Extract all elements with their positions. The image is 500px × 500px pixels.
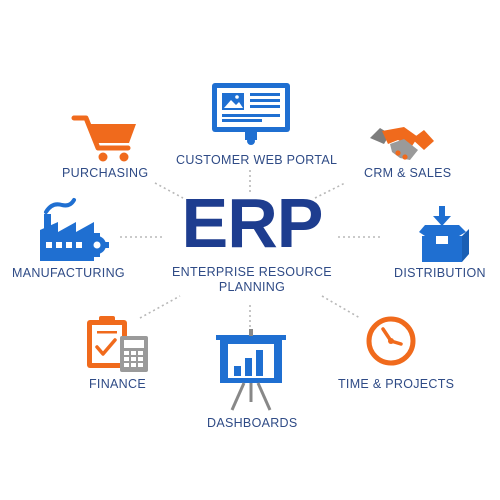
label-time-projects: TIME & PROJECTS [338,377,455,391]
label-manufacturing: MANUFACTURING [12,266,125,280]
label-finance: FINANCE [89,377,146,391]
handshake-icon [370,127,434,160]
connector-bottom-left [139,295,181,319]
chart-easel-icon [216,329,286,411]
label-crm-sales: CRM & SALES [364,166,452,180]
clipboard-calculator-icon [87,316,148,372]
label-customer-web-portal: CUSTOMER WEB PORTAL [176,153,338,167]
connectors [120,170,383,328]
box-icon [419,206,469,262]
label-purchasing: PURCHASING [62,166,149,180]
clock-icon [366,316,416,366]
label-distribution: DISTRIBUTION [394,266,486,280]
erp-title: ERP [181,184,324,262]
shopping-cart-icon [71,115,136,162]
monitor-icon [212,83,290,145]
connector-top-left [154,182,184,199]
connector-top-right [314,182,346,199]
factory-icon [40,198,109,261]
label-dashboards: DASHBOARDS [207,416,298,430]
connector-bottom-right [321,295,361,319]
erp-subtitle: ENTERPRISE RESOURCE PLANNING [172,265,332,294]
